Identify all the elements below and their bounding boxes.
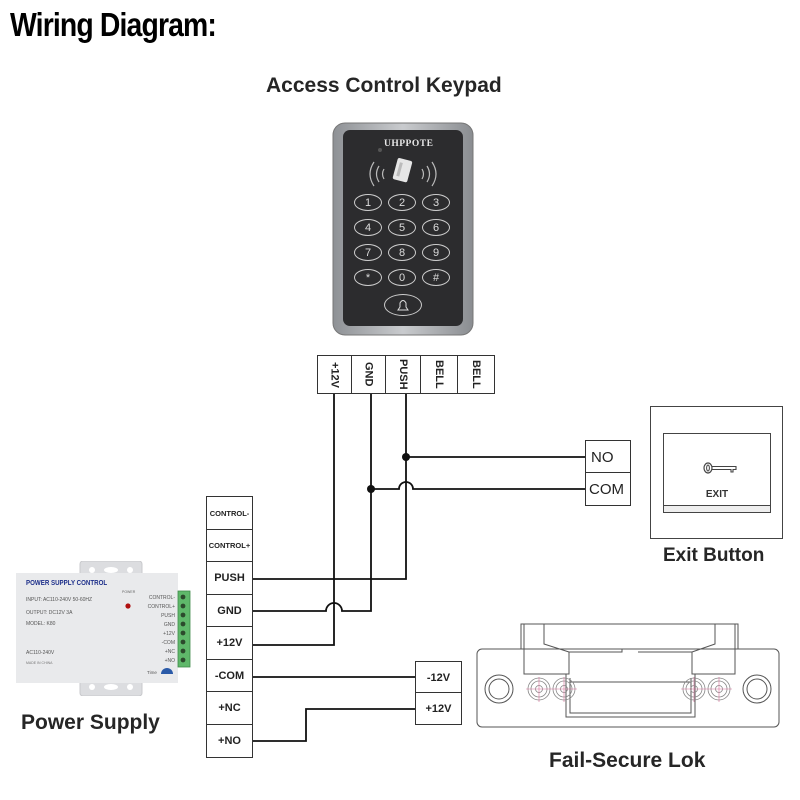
- access-control-keypad: UHPPOTE 1 2 3 4 5 6 7 8 9 * 0 #: [332, 122, 474, 336]
- ps-label: PUSH: [161, 613, 175, 619]
- bell-button[interactable]: [384, 294, 422, 316]
- ps-label: GND: [163, 622, 175, 628]
- bell-icon: [397, 300, 409, 311]
- keypad-terminal-push: PUSH: [385, 355, 421, 394]
- exit-plate-bar: [664, 505, 770, 512]
- rfid-card-icon: [369, 158, 437, 187]
- exit-button[interactable]: EXIT: [650, 406, 783, 539]
- power-supply-device: POWER SUPPLY CONTROL INPUT: AC110-240V 5…: [16, 560, 194, 697]
- junction-gnd: [367, 485, 375, 493]
- ps-output: OUTPUT: DC12V 3A: [26, 610, 73, 616]
- key-0[interactable]: 0: [388, 269, 416, 286]
- terminal-label: PUSH: [397, 359, 409, 390]
- wire-12v: [252, 393, 335, 646]
- ps-terminal-control-minus: CONTROL-: [206, 496, 253, 530]
- ps-terminal-control-plus: CONTROL+: [206, 528, 253, 563]
- terminal-label: GND: [362, 362, 375, 387]
- terminal-label: CONTROL+: [208, 541, 251, 550]
- key-5[interactable]: 5: [388, 219, 416, 236]
- wire-gnd: [252, 393, 372, 612]
- ps-terminal-com: -COM: [206, 658, 253, 693]
- key-star[interactable]: *: [354, 269, 382, 286]
- diagram-title: Wiring Diagram:: [10, 6, 217, 43]
- exit-button-caption: Exit Button: [663, 545, 765, 566]
- key-3[interactable]: 3: [422, 194, 450, 211]
- exit-label: EXIT: [705, 489, 729, 500]
- wire-push: [252, 393, 407, 580]
- ps-ac: AC110-240V: [26, 650, 55, 656]
- ps-label: +12V: [163, 631, 175, 637]
- lock-caption: Fail-Secure Lok: [549, 749, 706, 772]
- wire-no-lock: [252, 708, 416, 742]
- terminal-label: COM: [589, 480, 624, 498]
- terminal-label: NO: [591, 448, 614, 466]
- ps-model: MODEL: K80: [26, 621, 56, 627]
- key-icon: [703, 462, 737, 474]
- key-9[interactable]: 9: [422, 244, 450, 261]
- key-4[interactable]: 4: [354, 219, 382, 236]
- ps-label: CONTROL+: [147, 604, 175, 610]
- terminal-label: +12V: [425, 702, 452, 715]
- key-1[interactable]: 1: [354, 194, 382, 211]
- key-7[interactable]: 7: [354, 244, 382, 261]
- key-2[interactable]: 2: [388, 194, 416, 211]
- ps-label: +NC: [164, 649, 175, 655]
- power-supply-terminal-strip: CONTROL- CONTROL+ PUSH GND +12V -COM +NC…: [206, 496, 253, 758]
- lock-terminal-minus-12v: -12V: [415, 661, 462, 694]
- terminal-label: BELL: [470, 360, 482, 389]
- terminal-label: PUSH: [214, 572, 245, 584]
- ps-terminal-12v: +12V: [206, 626, 253, 660]
- key-hash[interactable]: #: [422, 269, 450, 286]
- keypad-keys: 1 2 3 4 5 6 7 8 9 * 0 #: [354, 194, 454, 286]
- junction-push: [402, 453, 410, 461]
- ps-terminal-nc: +NC: [206, 691, 253, 725]
- keypad-terminal-12v: +12V: [317, 355, 352, 394]
- terminal-label: +12V: [216, 637, 243, 649]
- terminal-label: +NC: [218, 702, 241, 714]
- power-supply-caption: Power Supply: [21, 711, 160, 734]
- ps-made: MADE IN CHINA: [26, 661, 53, 665]
- ps-input: INPUT: AC110-240V 50-60HZ: [26, 597, 93, 603]
- terminal-label: GND: [217, 604, 242, 617]
- wire-gnd-com: [371, 481, 586, 490]
- keypad-terminal-bell-2: BELL: [457, 355, 495, 394]
- key-8[interactable]: 8: [388, 244, 416, 261]
- keypad-terminal-strip: +12V GND PUSH BELL BELL: [317, 355, 495, 394]
- ps-terminal-gnd: GND: [206, 593, 253, 628]
- terminal-label: +NO: [218, 734, 241, 747]
- terminal-label: +12V: [328, 361, 341, 388]
- terminal-label: -12V: [426, 671, 451, 684]
- keypad-caption: Access Control Keypad: [266, 74, 502, 97]
- ps-terminal-push: PUSH: [206, 561, 253, 595]
- exit-terminal-com: COM: [585, 472, 631, 506]
- exit-button-plate: EXIT: [663, 433, 771, 513]
- terminal-label: BELL: [433, 360, 445, 389]
- keypad-terminal-gnd: GND: [350, 355, 387, 394]
- ps-label: CONTROL-: [148, 595, 175, 601]
- ps-power-label: POWER: [122, 590, 136, 594]
- fail-secure-lock: [476, 623, 780, 728]
- ps-label: +NO: [164, 658, 175, 664]
- key-6[interactable]: 6: [422, 219, 450, 236]
- lock-terminal-plus-12v: +12V: [415, 692, 462, 725]
- terminal-label: CONTROL-: [209, 508, 250, 518]
- ps-terminal-labels: CONTROL- CONTROL+ PUSH GND +12V -COM +NC…: [132, 594, 175, 666]
- terminal-label: -COM: [214, 669, 245, 682]
- exit-terminal-no: NO: [585, 440, 631, 474]
- ps-heading: POWER SUPPLY CONTROL: [26, 580, 108, 587]
- ps-terminal-no: +NO: [206, 723, 253, 758]
- keypad-terminal-bell-1: BELL: [419, 355, 459, 394]
- keypad-brand: UHPPOTE: [384, 139, 434, 149]
- ps-label: -COM: [161, 640, 175, 646]
- ps-time-label: Time: [147, 670, 157, 675]
